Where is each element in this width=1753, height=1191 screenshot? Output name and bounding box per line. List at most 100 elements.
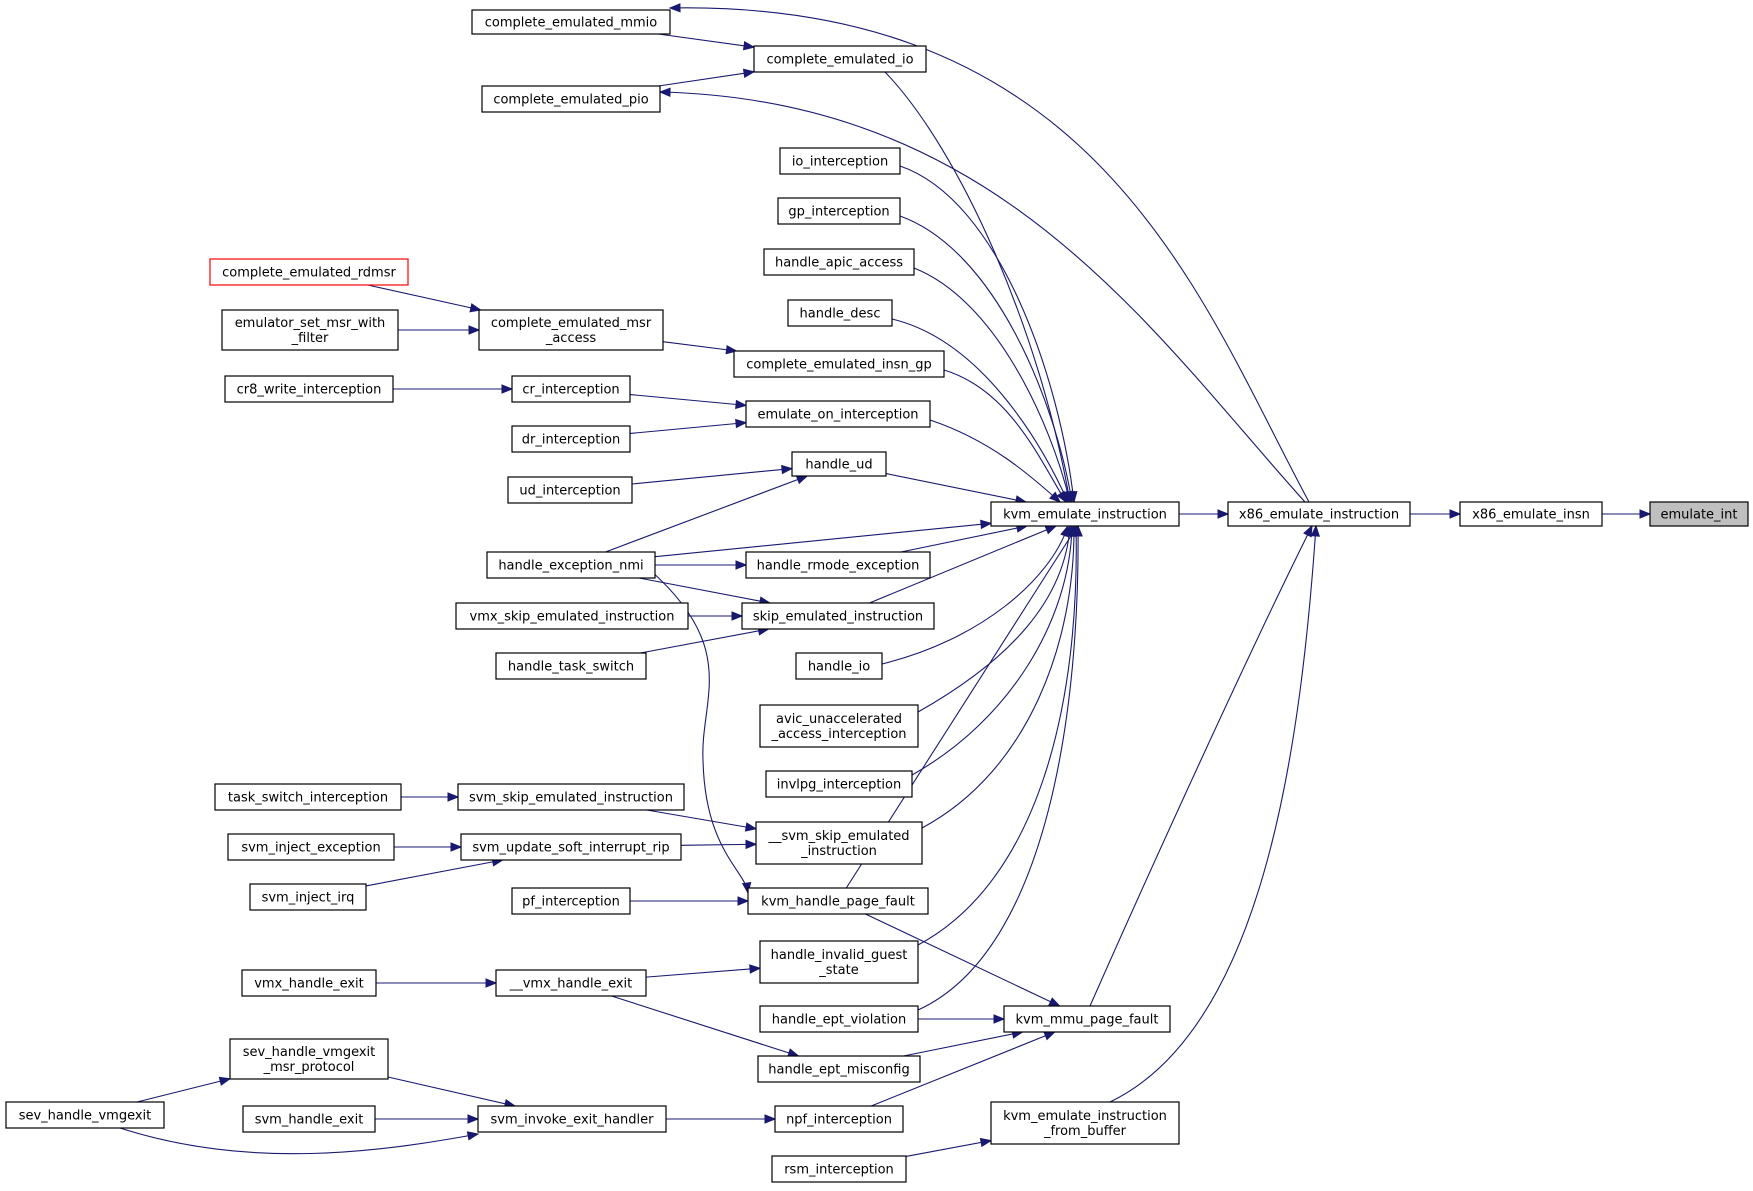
node-io-interception[interactable]: io_interception bbox=[779, 147, 901, 175]
node-kvm-emulate-instruction-from-buffer[interactable]: kvm_emulate_instruction_from_buffer bbox=[990, 1101, 1180, 1145]
edge-cr-interception-to-emulate-on-interception-arrowhead bbox=[735, 399, 748, 410]
edge-svm-update-soft-interrupt-rip-to---svm-skip-emulated-instruction-arrowhead bbox=[745, 839, 758, 850]
node-complete-emulated-pio[interactable]: complete_emulated_pio bbox=[481, 85, 661, 113]
edge-sev-handle-vmgexit-to-sev-handle-vmgexit-msr-protocol bbox=[136, 1076, 232, 1103]
edge-x86-emulate-instruction-to-complete-emulated-pio bbox=[658, 87, 1306, 503]
node-box bbox=[757, 1055, 921, 1083]
node-sev-handle-vmgexit-msr-protocol[interactable]: sev_handle_vmgexit_msr_protocol bbox=[229, 1038, 389, 1080]
node-cr-interception[interactable]: cr_interception bbox=[511, 375, 631, 403]
node-label: _access_interception bbox=[770, 727, 906, 742]
edge-handle-io-to-kvm-emulate-instruction-line bbox=[881, 525, 1069, 665]
node-svm-invoke-exit-handler[interactable]: svm_invoke_exit_handler bbox=[477, 1105, 667, 1133]
node-box bbox=[209, 258, 409, 286]
node-box bbox=[765, 770, 913, 798]
edge-x86-emulate-instruction-to-complete-emulated-mmio bbox=[668, 3, 1310, 503]
node-svm-inject-exception[interactable]: svm_inject_exception bbox=[227, 833, 395, 861]
node-box bbox=[241, 969, 377, 997]
node-label: _msr_protocol bbox=[263, 1060, 355, 1075]
edge-skip-emulated-instruction-to-kvm-emulate-instruction bbox=[869, 525, 1058, 604]
node-emulator-set-msr-with-filter[interactable]: emulator_set_msr_with_filter bbox=[221, 309, 399, 351]
node-x86-emulate-instruction[interactable]: x86_emulate_instruction bbox=[1227, 501, 1411, 527]
node-box bbox=[1649, 501, 1749, 527]
node-kvm-handle-page-fault[interactable]: kvm_handle_page_fault bbox=[747, 887, 929, 915]
node-sev-handle-vmgexit[interactable]: sev_handle_vmgexit bbox=[5, 1101, 165, 1129]
node-box bbox=[745, 400, 931, 428]
node-x86-emulate-insn[interactable]: x86_emulate_insn bbox=[1459, 501, 1603, 527]
node-handle-ud[interactable]: handle_ud bbox=[791, 451, 887, 477]
edge---vmx-handle-exit-to-handle-ept-misconfig-line bbox=[611, 995, 799, 1057]
edge-complete-emulated-msr-access-to-complete-emulated-insn-gp bbox=[662, 341, 738, 355]
node-complete-emulated-insn-gp[interactable]: complete_emulated_insn_gp bbox=[733, 350, 945, 378]
node-svm-inject-irq[interactable]: svm_inject_irq bbox=[249, 883, 367, 911]
node-npf-interception[interactable]: npf_interception bbox=[774, 1105, 904, 1133]
node-svm-skip-emulated-instruction[interactable]: svm_skip_emulated_instruction bbox=[457, 783, 685, 811]
node-rsm-interception[interactable]: rsm_interception bbox=[771, 1155, 907, 1183]
node-handle-io[interactable]: handle_io bbox=[795, 652, 883, 680]
edge-complete-emulated-insn-gp-to-kvm-emulate-instruction-arrowhead bbox=[1056, 490, 1067, 504]
node-complete-emulated-msr-access[interactable]: complete_emulated_msr_access bbox=[478, 309, 664, 351]
node-kvm-emulate-instruction[interactable]: kvm_emulate_instruction bbox=[990, 501, 1180, 527]
edge-handle-exception-nmi-to-handle-ud-line bbox=[605, 475, 808, 553]
node-avic-unaccelerated-access-interception[interactable]: avic_unaccelerated_access_interception bbox=[759, 704, 919, 748]
node-cr8-write-interception[interactable]: cr8_write_interception bbox=[224, 375, 394, 403]
node-pf-interception[interactable]: pf_interception bbox=[511, 887, 631, 915]
node-complete-emulated-rdmsr[interactable]: complete_emulated_rdmsr bbox=[209, 258, 409, 286]
node-box bbox=[5, 1101, 165, 1129]
node-handle-rmode-exception[interactable]: handle_rmode_exception bbox=[745, 551, 931, 579]
node-handle-ept-misconfig[interactable]: handle_ept_misconfig bbox=[757, 1055, 921, 1083]
node---vmx-handle-exit[interactable]: __vmx_handle_exit bbox=[495, 969, 647, 997]
node-dr-interception[interactable]: dr_interception bbox=[511, 425, 631, 453]
node-emulate-on-interception[interactable]: emulate_on_interception bbox=[745, 400, 931, 428]
edge-complete-emulated-insn-gp-to-kvm-emulate-instruction-line bbox=[943, 369, 1067, 503]
edge-svm-skip-emulated-instruction-to---svm-skip-emulated-instruction-line bbox=[646, 809, 757, 830]
node-handle-ept-violation[interactable]: handle_ept_violation bbox=[759, 1005, 919, 1033]
node-handle-apic-access[interactable]: handle_apic_access bbox=[763, 248, 915, 276]
node-box bbox=[1003, 1005, 1171, 1033]
node-handle-exception-nmi[interactable]: handle_exception_nmi bbox=[486, 551, 656, 579]
edge-complete-emulated-pio-to-complete-emulated-io-line bbox=[658, 71, 755, 87]
node-box bbox=[229, 1038, 389, 1080]
node-label: ud_interception bbox=[519, 484, 620, 499]
edge-cr8-write-interception-to-cr-interception bbox=[393, 384, 514, 394]
edge---svm-skip-emulated-instruction-to-kvm-emulate-instruction-line bbox=[921, 525, 1075, 829]
node-handle-invalid-guest-state[interactable]: handle_invalid_guest_state bbox=[759, 940, 919, 984]
edge-vmx-handle-exit-to---vmx-handle-exit-arrowhead bbox=[485, 978, 498, 988]
edge-handle-invalid-guest-state-to-kvm-emulate-instruction bbox=[917, 524, 1081, 946]
node-kvm-mmu-page-fault[interactable]: kvm_mmu_page_fault bbox=[1003, 1005, 1171, 1033]
edge-x86-emulate-instruction-to-complete-emulated-pio-line bbox=[659, 91, 1306, 503]
node-box bbox=[791, 451, 887, 477]
node-ud-interception[interactable]: ud_interception bbox=[507, 476, 633, 504]
node---svm-skip-emulated-instruction[interactable]: __svm_skip_emulated_instruction bbox=[755, 821, 923, 865]
node-label: complete_emulated_msr bbox=[491, 316, 652, 331]
node-gp-interception[interactable]: gp_interception bbox=[777, 197, 901, 225]
node-box bbox=[457, 783, 685, 811]
node-emulate-int[interactable]: emulate_int bbox=[1649, 501, 1749, 527]
node-svm-handle-exit[interactable]: svm_handle_exit bbox=[242, 1105, 376, 1133]
node-complete-emulated-mmio[interactable]: complete_emulated_mmio bbox=[471, 9, 671, 35]
node-box bbox=[733, 350, 945, 378]
node-skip-emulated-instruction[interactable]: skip_emulated_instruction bbox=[741, 602, 935, 630]
edge-handle-ept-violation-to-kvm-emulate-instruction-line bbox=[917, 525, 1079, 1011]
node-label: complete_emulated_rdmsr bbox=[222, 266, 396, 281]
node-task-switch-interception[interactable]: task_switch_interception bbox=[214, 783, 402, 811]
node-svm-update-soft-interrupt-rip[interactable]: svm_update_soft_interrupt_rip bbox=[460, 833, 682, 861]
node-complete-emulated-io[interactable]: complete_emulated_io bbox=[753, 45, 927, 73]
node-handle-task-switch[interactable]: handle_task_switch bbox=[495, 652, 647, 680]
node-box bbox=[755, 821, 923, 865]
node-label: __vmx_handle_exit bbox=[509, 977, 633, 992]
node-vmx-handle-exit[interactable]: vmx_handle_exit bbox=[241, 969, 377, 997]
edge-kvm-mmu-page-fault-to-x86-emulate-instruction bbox=[1089, 524, 1313, 1007]
node-vmx-skip-emulated-instruction[interactable]: vmx_skip_emulated_instruction bbox=[455, 602, 689, 630]
node-invlpg-interception[interactable]: invlpg_interception bbox=[765, 770, 913, 798]
node-label: io_interception bbox=[792, 155, 888, 170]
node-handle-desc[interactable]: handle_desc bbox=[787, 299, 893, 327]
edge-handle-apic-access-to-kvm-emulate-instruction-line bbox=[913, 267, 1071, 503]
node-label: vmx_skip_emulated_instruction bbox=[470, 610, 675, 625]
edge-x86-emulate-instruction-to-x86-emulate-insn-arrowhead bbox=[1449, 509, 1462, 519]
node-label: npf_interception bbox=[786, 1113, 892, 1128]
node-box bbox=[747, 887, 929, 915]
node-label: kvm_emulate_instruction bbox=[1003, 1109, 1167, 1124]
edge-skip-emulated-instruction-to-kvm-emulate-instruction-line bbox=[869, 525, 1057, 604]
node-label: emulator_set_msr_with bbox=[235, 316, 386, 331]
edge-handle-exception-nmi-to-kvm-emulate-instruction-arrowhead bbox=[980, 519, 993, 530]
